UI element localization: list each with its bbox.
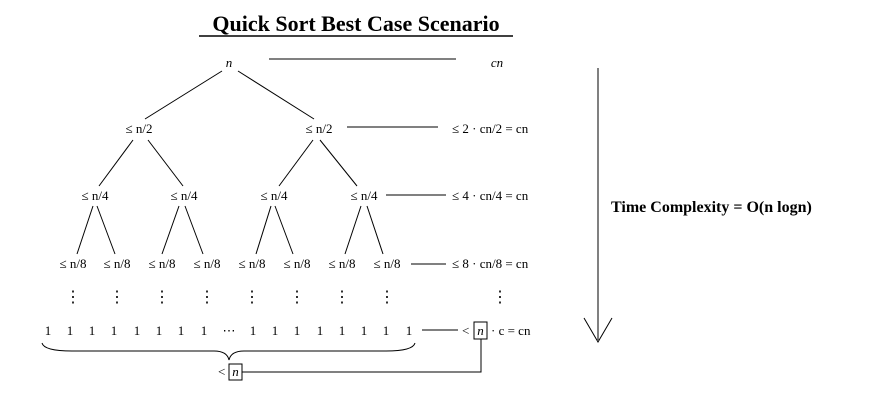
edge-l2d-right <box>366 205 384 255</box>
cost-connectors <box>269 58 458 331</box>
tree-edges <box>76 70 384 255</box>
leaf-10: 1 <box>272 323 279 338</box>
time-arrow-head <box>583 317 613 343</box>
leaf-14: 1 <box>361 323 368 338</box>
node-l1-1: ≤ n/2 <box>126 121 153 136</box>
leaf-7: 1 <box>178 323 185 338</box>
node-l3-1: ≤ n/8 <box>60 256 87 271</box>
vdots-1: ⋮ <box>65 289 81 306</box>
edge-l2c-right <box>274 205 294 255</box>
cost-leaves-n: n <box>477 323 484 338</box>
cost-level1: ≤ 2 · cn/2 = cn <box>452 121 529 136</box>
leaf-6: 1 <box>156 323 163 338</box>
vdots-3: ⋮ <box>154 289 170 306</box>
leaf-count-link <box>242 339 482 373</box>
cost-level3: ≤ 8 · cn/8 = cn <box>452 256 529 271</box>
leaf-9: 1 <box>250 323 257 338</box>
leaf-2: 1 <box>67 323 74 338</box>
node-l3-4: ≤ n/8 <box>194 256 221 271</box>
leaf-13: 1 <box>339 323 346 338</box>
leaf-5: 1 <box>134 323 141 338</box>
leaves-brace <box>41 342 416 361</box>
brace-label-n: n <box>232 364 239 379</box>
node-l3-7: ≤ n/8 <box>329 256 356 271</box>
vdots-2: ⋮ <box>109 289 125 306</box>
vdots-5: ⋮ <box>244 289 260 306</box>
leaf-16: 1 <box>406 323 413 338</box>
time-complexity-label: Time Complexity = O(n logn) <box>611 199 812 216</box>
node-root: n <box>226 55 233 70</box>
cost-level2: ≤ 4 · cn/4 = cn <box>452 188 529 203</box>
leaf-12: 1 <box>317 323 324 338</box>
node-l3-2: ≤ n/8 <box>104 256 131 271</box>
edge-l2b-right <box>184 205 204 255</box>
leaf-4: 1 <box>111 323 118 338</box>
cost-leaves-tail: · c = cn <box>491 323 531 338</box>
node-l3-3: ≤ n/8 <box>149 256 176 271</box>
edge-l1a-left <box>98 139 134 187</box>
node-l3-8: ≤ n/8 <box>374 256 401 271</box>
edge-l2d-left <box>344 205 362 255</box>
node-l2-1: ≤ n/4 <box>82 188 109 203</box>
leaf-row: 1 1 1 1 1 1 1 1 ⋯ 1 1 1 1 1 1 1 1 <box>45 323 413 338</box>
vdots-4: ⋮ <box>199 289 215 306</box>
edge-l1b-right <box>319 139 358 187</box>
vdots-8: ⋮ <box>379 289 395 306</box>
leaf-8: 1 <box>201 323 208 338</box>
node-l2-4: ≤ n/4 <box>351 188 378 203</box>
edge-root-left <box>144 70 223 120</box>
leaf-15: 1 <box>383 323 390 338</box>
edge-l2b-left <box>161 205 180 255</box>
edge-l2c-left <box>255 205 272 255</box>
brace-label-lt: < <box>218 364 225 379</box>
edge-l2a-right <box>96 205 116 255</box>
vdots-cost: ⋮ <box>492 289 508 306</box>
vdots-6: ⋮ <box>289 289 305 306</box>
node-l2-2: ≤ n/4 <box>171 188 198 203</box>
leaf-3: 1 <box>89 323 96 338</box>
node-l3-5: ≤ n/8 <box>239 256 266 271</box>
node-l1-2: ≤ n/2 <box>306 121 333 136</box>
diagram-title: Quick Sort Best Case Scenario <box>212 11 499 36</box>
edge-l1b-left <box>278 139 314 187</box>
edge-l1a-right <box>147 139 184 187</box>
edge-root-right <box>237 70 315 120</box>
node-l3-6: ≤ n/8 <box>284 256 311 271</box>
leaf-ellipsis: ⋯ <box>223 323 236 338</box>
node-l2-3: ≤ n/4 <box>261 188 288 203</box>
vertical-dots-row: ⋮ ⋮ ⋮ ⋮ ⋮ ⋮ ⋮ ⋮ ⋮ <box>65 289 508 306</box>
leaf-1: 1 <box>45 323 52 338</box>
edge-l2a-left <box>76 205 94 255</box>
leaf-11: 1 <box>294 323 301 338</box>
cost-leaves-lt: < <box>462 323 469 338</box>
vdots-7: ⋮ <box>334 289 350 306</box>
cost-root: cn <box>491 55 503 70</box>
